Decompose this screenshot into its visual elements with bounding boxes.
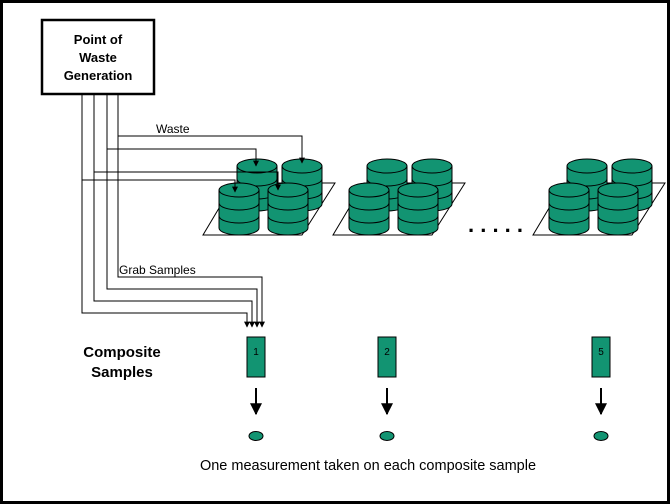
footer-caption: One measurement taken on each composite … [200,458,536,474]
grab-line-4 [81,94,250,328]
grab-samples-label: Grab Samples [119,263,196,277]
source-box-line3: Generation [64,68,133,83]
drum [548,182,590,236]
grab-line-1 [117,94,265,328]
composite-samples: 1 2 5 [246,336,611,441]
drum [348,182,390,236]
composite-sample-5: 5 [591,336,611,441]
source-box-line1: Point of [74,32,123,47]
pallet-3 [532,158,666,236]
drum [597,182,639,236]
sample-number: 2 [384,347,390,358]
sample-number: 1 [253,347,259,358]
grab-line-2 [106,94,260,328]
waste-line-4 [81,94,238,193]
measurement-result [379,431,395,441]
composite-sample-1: 1 [246,336,266,441]
source-box-line2: Waste [79,50,117,65]
waste-line-1 [117,94,305,164]
composite-sample-2: 2 [377,336,397,441]
drum [218,182,260,236]
sample-number: 5 [598,347,604,358]
drum [397,182,439,236]
drum [267,182,309,236]
pallet-1 [202,158,336,236]
grab-line-3 [93,94,255,328]
sample-container [246,336,266,378]
composite-label-line2: Samples [91,364,153,381]
sample-container [377,336,397,378]
drum-pallets [202,158,666,236]
composite-label-line1: Composite [83,344,161,361]
pallet-2 [332,158,466,236]
measurement-result [248,431,264,441]
waste-label: Waste [156,122,190,136]
grab-sample-lines [81,94,265,328]
sample-container [591,336,611,378]
point-of-waste-generation-box: Point of Waste Generation [40,18,156,96]
ellipsis: . . . . . [468,212,523,237]
measurement-result [593,431,609,441]
